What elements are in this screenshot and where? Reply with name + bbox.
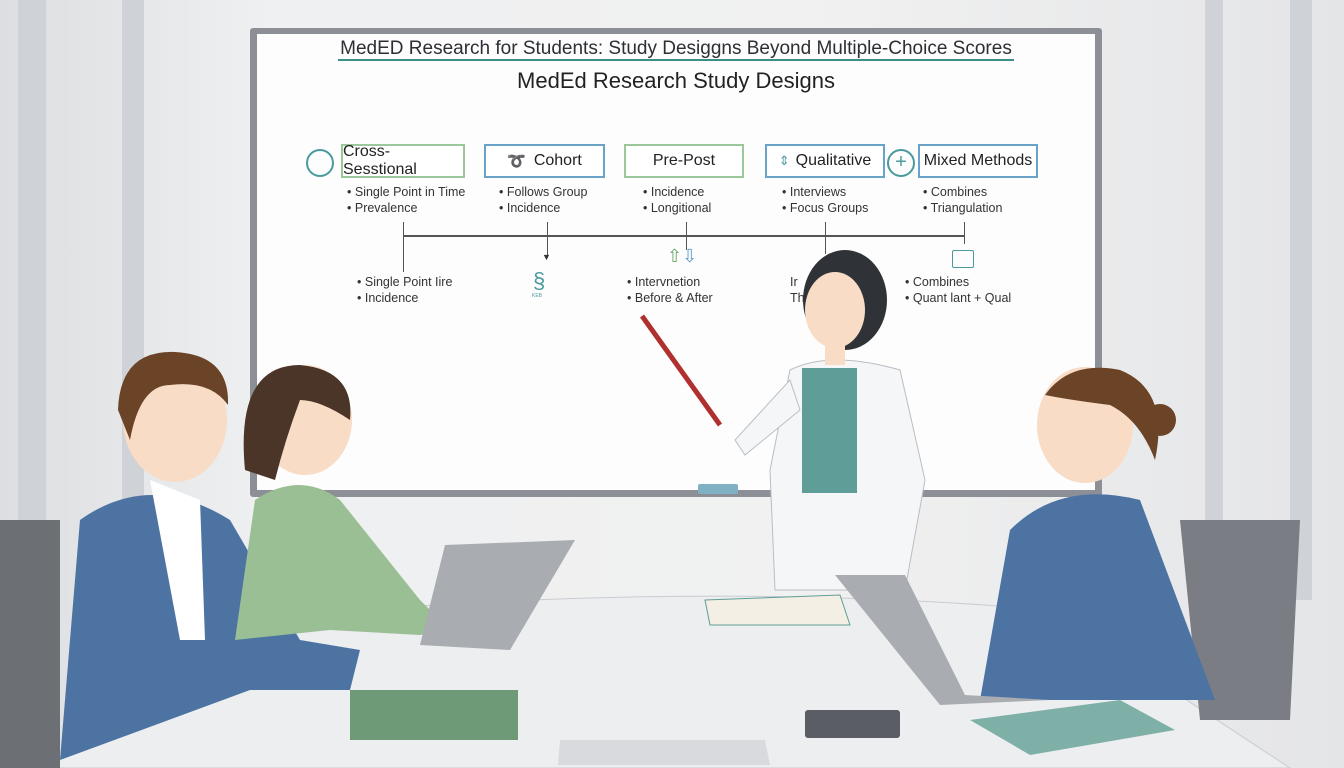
window-frame: [1205, 0, 1223, 600]
laptop: [835, 575, 1050, 705]
design-box-mixed-methods: Mixed Methods: [918, 144, 1038, 178]
chair: [0, 520, 60, 768]
lower-bullet-list: Single Point IireIncidence: [357, 275, 453, 306]
connector: [403, 222, 404, 272]
book: [350, 690, 518, 740]
bullet-list: IncidenceLongitional: [643, 185, 711, 216]
design-box-qualitative: ⇕Qualitative: [765, 144, 885, 178]
chair: [1180, 520, 1300, 720]
woman-in-green-cardigan: [235, 365, 575, 650]
board-title: MedED Research for Students: Study Desig…: [338, 38, 1014, 61]
marker-tray: [698, 484, 738, 494]
clock-icon: [306, 149, 334, 177]
window-frame: [1290, 0, 1312, 600]
laptop: [420, 540, 575, 650]
design-box-cohort: ➰Cohort: [484, 144, 605, 178]
board-subtitle: MedEd Research Study Designs: [517, 68, 835, 93]
speech-bubble-icon: [952, 250, 974, 268]
pointer-stick: [639, 314, 723, 427]
presenter-doctor: [639, 250, 926, 591]
triangles-icon: ⇕: [778, 153, 790, 168]
phone: [805, 710, 900, 738]
timeline-line: [403, 235, 964, 237]
up-down-arrows-icon: ⇧⇩: [667, 246, 698, 266]
plus-circle-icon: +: [887, 149, 915, 177]
chain-icon: §: [533, 268, 546, 293]
connector: [825, 222, 826, 254]
path-icon: ➰: [507, 153, 526, 170]
window-frame: [18, 0, 46, 600]
design-box-cross-sectional: Cross-Sesstional: [341, 143, 465, 178]
lower-bullet-list: IntervnetionBefore & After: [627, 275, 713, 306]
design-box-pre-post: Pre-Post: [624, 144, 744, 178]
bullet-list: Follows GroupIncidence: [499, 185, 588, 216]
connector: [547, 222, 548, 258]
whiteboard: [257, 34, 1095, 490]
man-in-blue-jacket: [0, 351, 360, 768]
open-book: [704, 594, 851, 626]
bullet-list: Single Point in TimePrevalence: [347, 185, 465, 216]
folder: [970, 700, 1175, 755]
woman-in-blue-blazer: [835, 367, 1300, 720]
lower-bullet-list: CombinesQuant lant + Qual: [905, 275, 1011, 306]
bullet-list: InterviewsFocus Groups: [782, 185, 869, 216]
connector: [686, 222, 687, 250]
connector: [964, 222, 965, 244]
arrow-down-icon: ▼: [542, 252, 551, 262]
chain-icon-label: KEB: [532, 293, 543, 299]
tablet: [558, 740, 770, 765]
bullet-list: CombinesTriangulation: [923, 185, 1003, 216]
